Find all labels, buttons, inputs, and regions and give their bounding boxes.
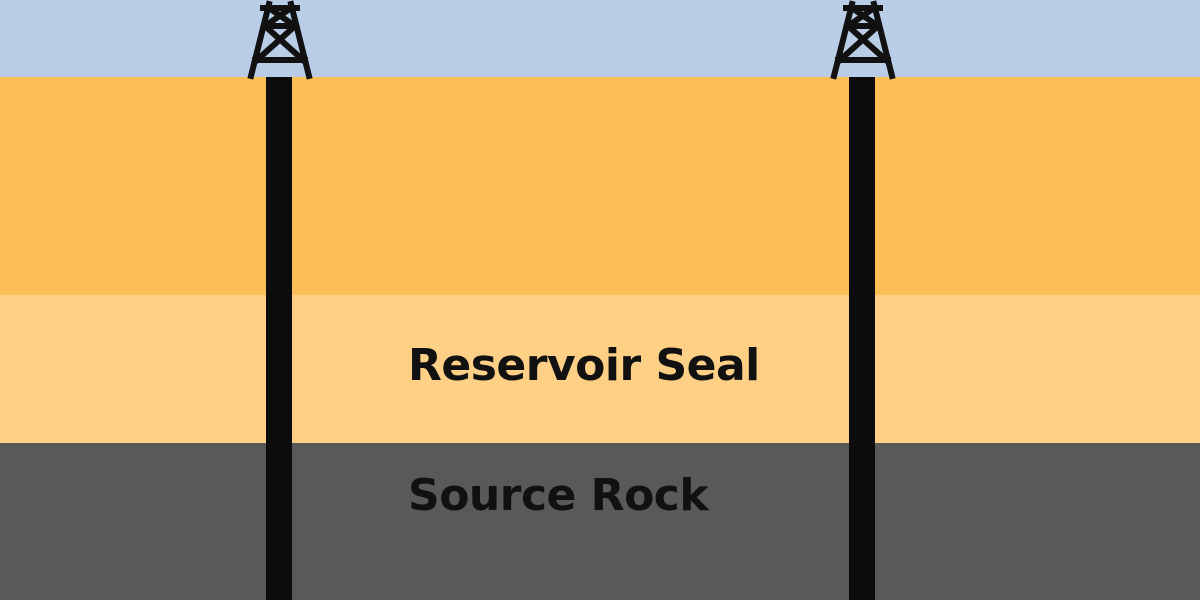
right-wellbore — [849, 77, 875, 600]
overburden-layer — [0, 77, 1200, 295]
oil-derrick-icon — [247, 0, 313, 80]
oil-derrick-icon — [830, 0, 896, 80]
sky-band — [0, 0, 1200, 77]
left-wellbore — [266, 77, 292, 600]
source-rock-label: Source Rock — [408, 470, 709, 521]
reservoir-seal-label: Reservoir Seal — [408, 340, 760, 391]
reservoir-seal-layer — [0, 295, 1200, 443]
source-rock-layer — [0, 443, 1200, 600]
